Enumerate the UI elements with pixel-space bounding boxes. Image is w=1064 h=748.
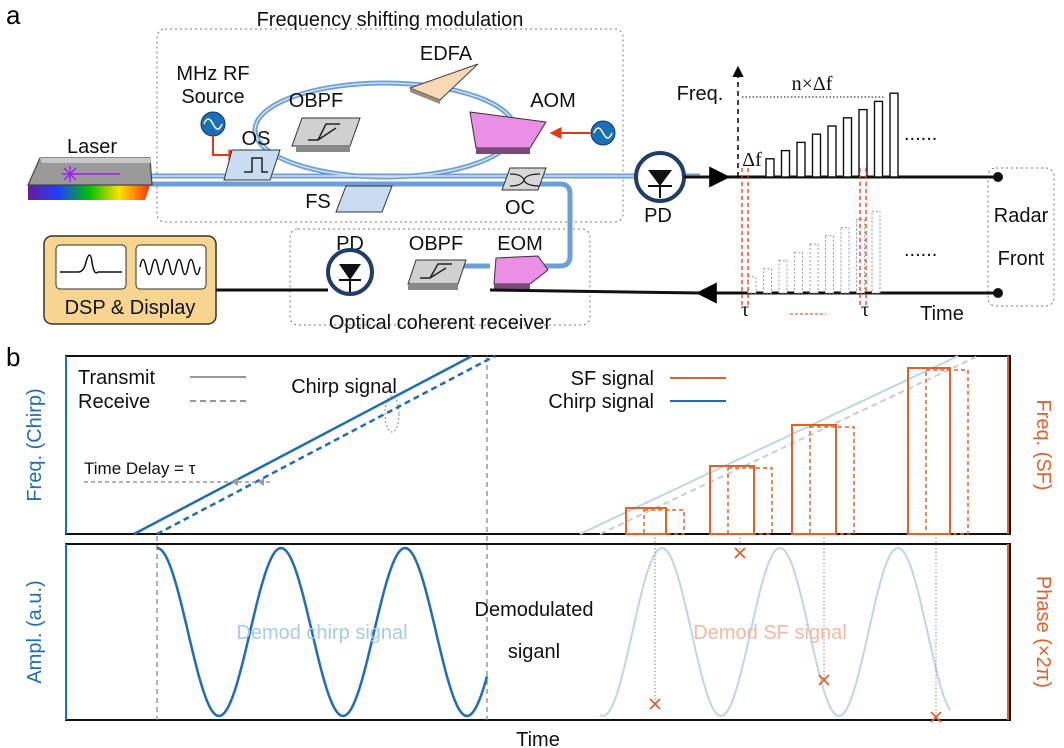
edfa: EDFA: [408, 43, 479, 104]
transmit-bar: [842, 117, 853, 178]
ocr-title: Optical coherent receiver: [329, 312, 552, 334]
time-delay-label: Time Delay = τ: [84, 459, 196, 478]
os-label: OS: [242, 128, 271, 150]
dsp-label: DSP & Display: [65, 297, 196, 319]
chirp-receive-line: [156, 354, 496, 536]
obpf-1: OBPF: [289, 90, 361, 152]
transmit-bar: [765, 158, 775, 178]
demod-center-2: siganl: [508, 641, 560, 663]
pd-transmit: PD: [634, 151, 686, 227]
fsm-box: [156, 28, 624, 223]
receive-dots: ......: [904, 239, 937, 261]
y-label-ampl: Ampl. (a.u.): [24, 580, 46, 683]
sf-step-transmit: [907, 367, 951, 535]
radar-label-1: Radar: [994, 205, 1049, 227]
transmit-bar: [811, 133, 822, 178]
ocr-box: [289, 228, 591, 326]
obpf-2: OBPF: [407, 233, 467, 290]
receive-bar: [840, 227, 850, 294]
aom: AOM: [469, 90, 616, 154]
demod-chirp-label: Demod chirp signal: [236, 622, 407, 644]
dsp-display: DSP & Display: [43, 235, 217, 325]
receive-bar: [809, 243, 819, 294]
sf-phase-cross: [734, 547, 746, 559]
demod-sf-label: Demod SF signal: [693, 622, 846, 644]
panel-b-letter: b: [6, 342, 20, 372]
legend-sf: SF signal: [571, 368, 654, 390]
demod-center-1: Demodulated: [475, 599, 594, 621]
laser: Laser: [27, 136, 153, 200]
radar-label-2: Front: [998, 248, 1045, 270]
transmit-dots: ......: [904, 123, 937, 145]
rf-label-2: Source: [181, 86, 244, 108]
legend-transmit: Transmit: [78, 367, 155, 389]
sf-step-transmit: [709, 465, 755, 535]
transmit-bars: [765, 92, 899, 178]
y-label-phase: Phase (×2π): [1032, 576, 1054, 688]
transmit-bar: [780, 149, 791, 178]
freq-axis-label: Freq.: [677, 83, 724, 105]
transmit-bar: [796, 141, 806, 178]
time-axis-label: Time: [920, 303, 964, 325]
sf-step-transmit: [791, 424, 837, 535]
fsm-title: Frequency shifting modulation: [257, 9, 524, 31]
rf-label-1: MHz RF: [176, 63, 249, 85]
sf-phase-cross: [818, 674, 830, 686]
receive-bars: [747, 210, 881, 294]
sf-phase-cross: [649, 698, 661, 710]
transmit-bar: [858, 108, 868, 178]
x-label-time: Time: [516, 729, 560, 748]
transmit-bar: [827, 125, 837, 178]
receive-bar: [871, 210, 881, 294]
delta-f-label: Δf: [742, 149, 762, 171]
obpf-1-label: OBPF: [289, 90, 343, 112]
y-label-sf: Freq. (SF): [1032, 399, 1054, 490]
laser-label: Laser: [67, 136, 117, 158]
sf-step-receive: [727, 467, 773, 535]
demod-chirp-wave: [156, 546, 489, 718]
rf-source-1: MHz RF Source: [176, 63, 250, 161]
legend-receive: Receive: [78, 391, 150, 413]
sf-step-receive: [925, 369, 969, 535]
sf-phase-cross: [930, 711, 942, 723]
aom-label: AOM: [530, 90, 576, 112]
chirp-signal-label: Chirp signal: [291, 376, 397, 398]
transmit-bar: [873, 100, 884, 178]
chirp-sf-plot: [65, 355, 1011, 535]
sf-phase-marks: [649, 534, 942, 723]
sf-step-receive: [643, 509, 685, 535]
legend-chirp: Chirp signal: [548, 391, 654, 413]
oc-coupler: OC: [501, 167, 547, 219]
receive-bar: [747, 276, 757, 294]
eom-label: EOM: [497, 233, 543, 255]
edfa-label: EDFA: [420, 43, 473, 65]
os-modulator: OS: [223, 128, 281, 181]
transmit-bar: [889, 92, 899, 178]
panel-a: a Frequency shifting modulation Optical …: [6, 0, 1055, 334]
tau-label-2: τ: [861, 299, 869, 321]
panel-a-letter: a: [6, 0, 21, 30]
demod-sf-wave: [599, 546, 951, 717]
eom: EOM: [493, 233, 549, 290]
obpf-2-label: OBPF: [409, 233, 463, 255]
receive-bar: [794, 251, 803, 294]
panel-b: b Freq. (Chirp) Freq. (SF) Ampl. (a.u.) …: [6, 342, 1054, 748]
oc-label: OC: [505, 197, 535, 219]
receive-bar: [778, 259, 788, 294]
spectrum-plot: Freq. n×Δf Δf ...... ...... τ τ Time: [489, 65, 998, 325]
fs-block: FS: [305, 185, 393, 213]
pd-receiver: PD: [326, 233, 374, 296]
radar-front: Radar Front: [987, 167, 1055, 307]
receive-bar: [825, 235, 834, 294]
tau-label-1: τ: [741, 299, 749, 321]
fs-label: FS: [305, 191, 331, 213]
sf-step-signal: [625, 367, 969, 535]
y-label-chirp: Freq. (Chirp): [24, 388, 46, 501]
pd-transmit-label: PD: [644, 205, 672, 227]
n-delta-f-label: n×Δf: [792, 73, 833, 95]
receive-bar: [763, 268, 772, 294]
sf-step-receive: [809, 426, 855, 535]
chirp-transmit-line: [133, 354, 473, 536]
